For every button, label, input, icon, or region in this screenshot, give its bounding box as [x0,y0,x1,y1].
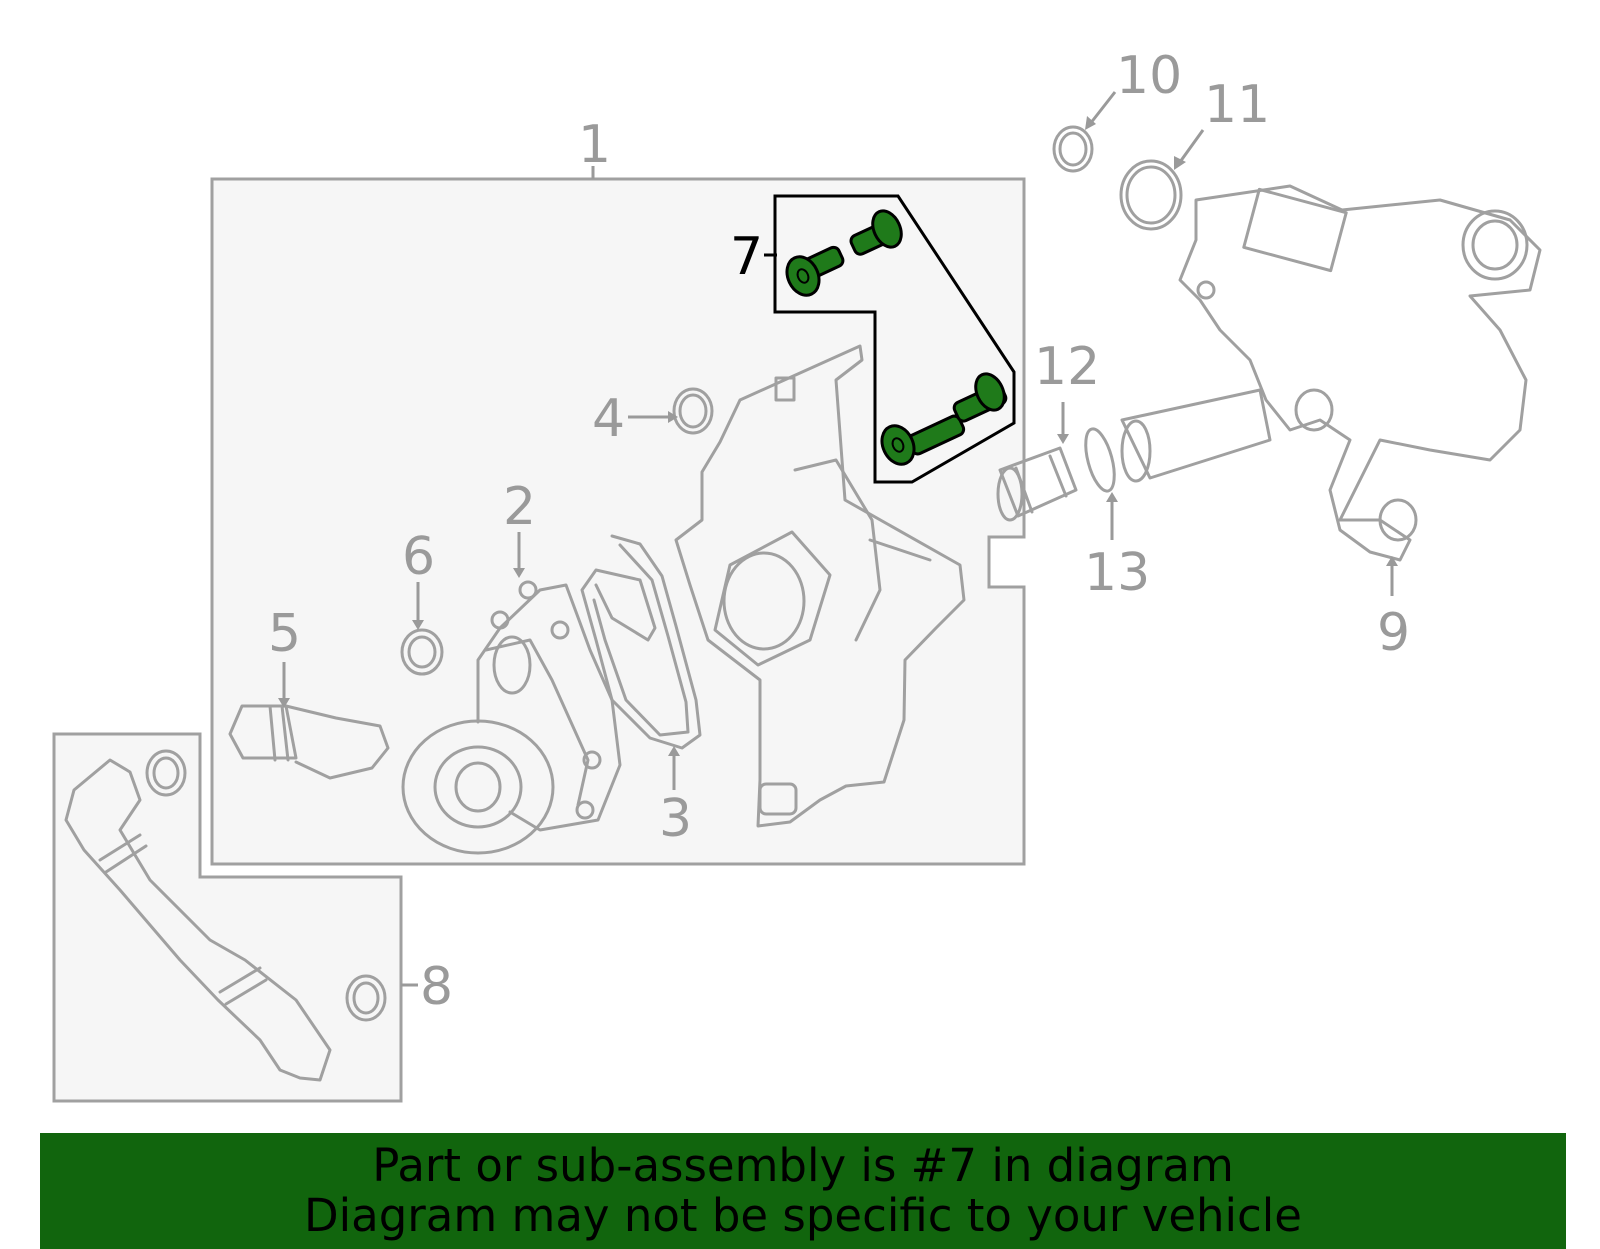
highlight-outline-7 [764,194,1016,484]
o-ring-icon [672,387,714,435]
callout-11: 11 [1204,75,1270,135]
connector-pipe-icon [996,446,1078,522]
o-ring-icon [145,749,187,797]
bolt-icon [880,414,966,466]
coolant-outlet-icon [228,704,390,780]
info-banner: Part or sub-assembly is #7 in diagram Di… [40,1133,1566,1249]
assembly-box-1 [210,177,1026,866]
o-ring-icon [1084,427,1116,493]
callout-2: 2 [503,477,536,537]
o-ring-icon [1052,125,1094,173]
callout-4: 4 [592,389,625,449]
assembly-box-8 [52,732,403,1103]
banner-line-2: Diagram may not be specific to your vehi… [304,1189,1302,1242]
callout-6: 6 [402,527,435,587]
callout-7: 7 [730,227,763,287]
o-ring-icon [400,628,444,676]
callout-5: 5 [268,604,301,664]
gasket-icon [580,534,702,750]
o-ring-icon [345,974,387,1022]
thermostat-housing-icon [1120,184,1542,562]
banner-line-1: Part or sub-assembly is #7 in diagram [372,1139,1234,1192]
callout-1: 1 [578,115,611,175]
callout-13: 13 [1084,543,1150,603]
timing-cover-icon [674,344,966,828]
hose-icon [64,758,332,1082]
water-pump-icon [401,580,622,855]
o-ring-icon [1119,159,1183,231]
callout-12: 12 [1034,337,1100,397]
callout-3: 3 [659,789,692,849]
callout-8: 8 [420,957,453,1017]
callout-9: 9 [1377,603,1410,663]
bolt-icon [785,245,845,297]
callout-10: 10 [1116,46,1182,106]
bolt-icon [849,209,903,256]
bolt-icon [952,372,1008,423]
